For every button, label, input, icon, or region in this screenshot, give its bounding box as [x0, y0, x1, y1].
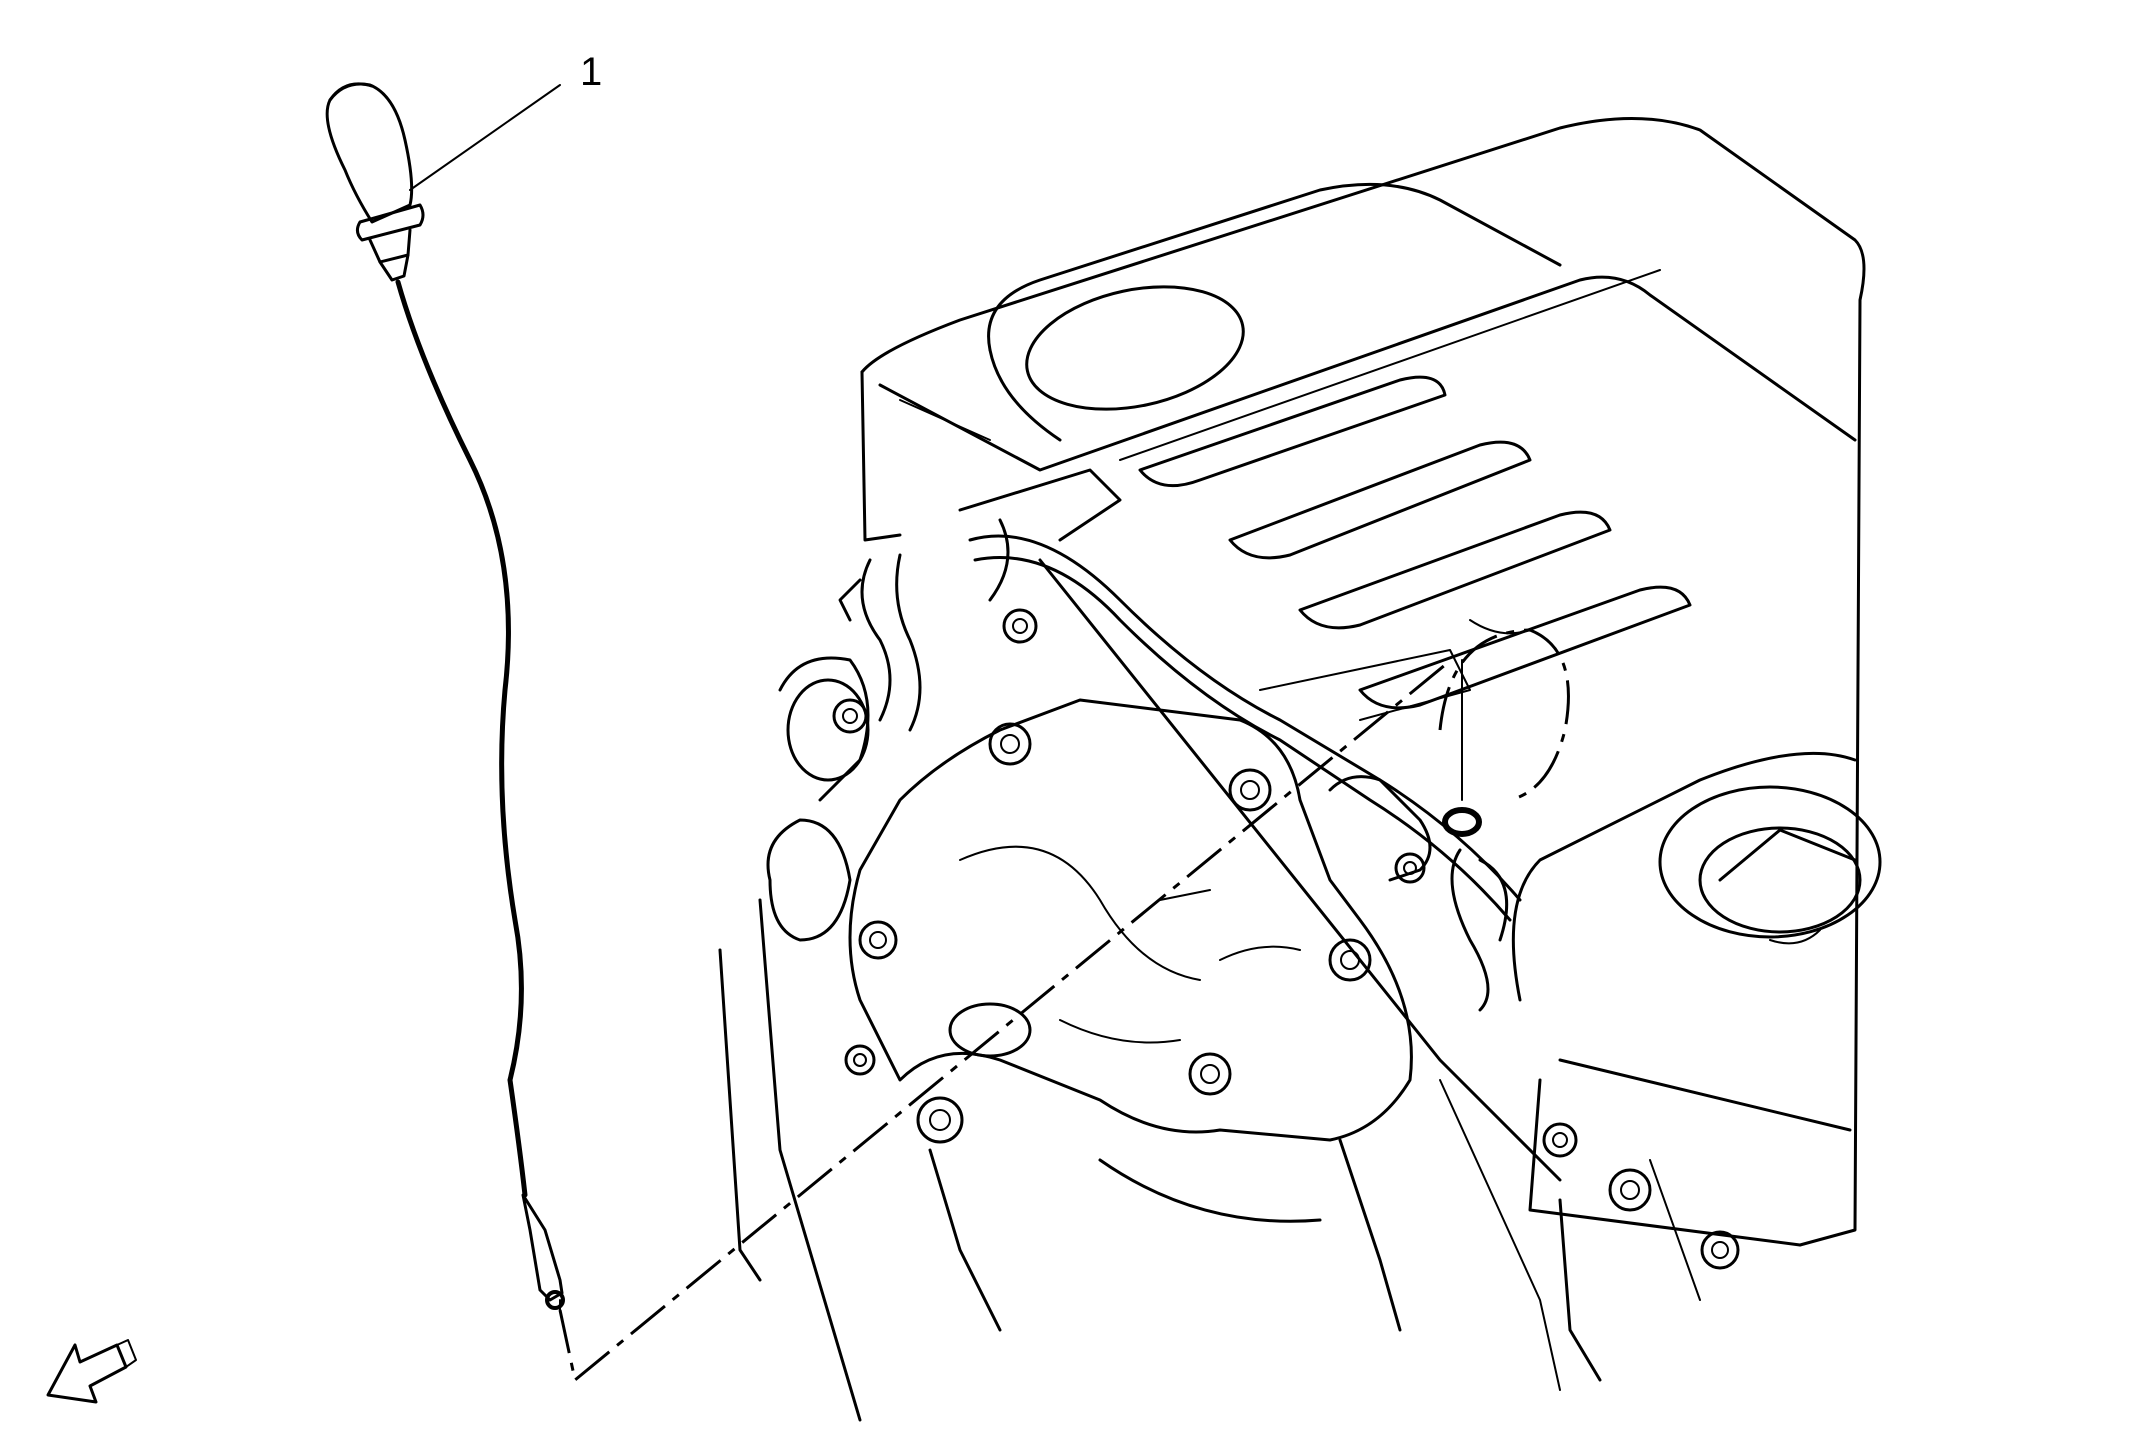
callout-1-label: 1 — [580, 50, 602, 94]
alignment-line — [558, 663, 1446, 1383]
oil-level-indicator-icon — [325, 82, 565, 1310]
engine-assembly-icon — [718, 116, 1882, 1422]
front-direction-arrow-icon — [46, 1339, 137, 1404]
indicator-tube-icon — [1438, 628, 1570, 837]
callout-1: 1 — [409, 50, 602, 191]
callout-1-leader — [409, 84, 561, 191]
